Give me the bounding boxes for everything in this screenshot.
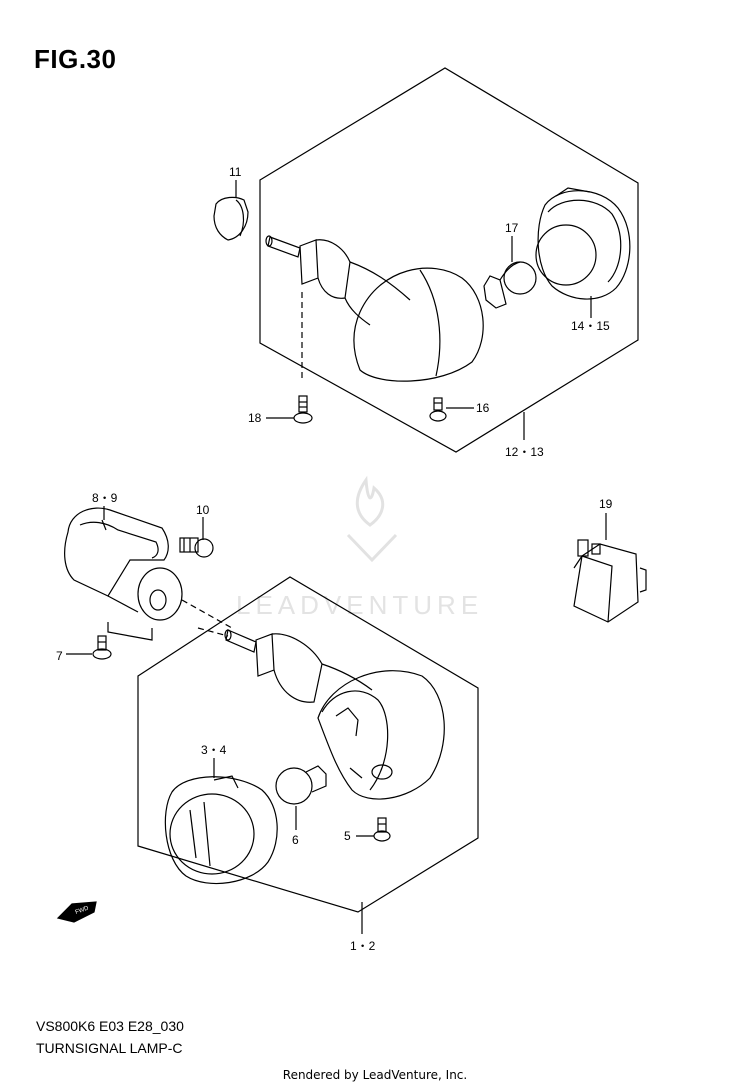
callout-1-2: 1・2	[350, 939, 376, 953]
upper-lens-icon	[535, 187, 631, 300]
render-credit: Rendered by LeadVenture, Inc.	[282, 1068, 468, 1082]
callout-17: 17	[505, 221, 519, 235]
callout-3-4: 3・4	[201, 743, 227, 757]
relay-icon	[573, 539, 647, 623]
bracket-callout-bracket	[107, 622, 153, 641]
bolt-10-icon	[179, 537, 214, 558]
watermark-logo-icon	[346, 475, 398, 563]
callout-14-15: 14・15	[571, 319, 610, 333]
screw-7-icon	[92, 635, 112, 660]
fwd-arrow-icon	[56, 901, 97, 923]
lower-assembly-outline	[137, 576, 479, 913]
lower-lamp-axis	[197, 627, 229, 637]
callout-19: 19	[599, 497, 613, 511]
lower-lens-icon	[164, 775, 278, 885]
lower-bulb-icon	[275, 765, 327, 805]
callout-5: 5	[344, 829, 351, 843]
callout-7: 7	[56, 649, 63, 663]
figure-title: FIG.30	[34, 44, 117, 74]
callout-12-13: 12・13	[505, 445, 544, 459]
callout-16: 16	[476, 401, 490, 415]
upper-bulb-icon	[483, 261, 537, 309]
bracket-axis-line	[181, 599, 233, 629]
callout-11: 11	[229, 165, 242, 179]
screw-16-icon	[429, 397, 447, 422]
screw-5-icon	[373, 817, 391, 842]
screw-18-icon	[293, 395, 313, 424]
upper-lamp-body	[265, 235, 484, 382]
callout-10: 10	[196, 503, 210, 517]
callout-18: 18	[248, 411, 262, 425]
watermark: LEADVENTURE	[236, 590, 484, 620]
mounting-bracket-icon	[64, 507, 183, 621]
model-code: VS800K6 E03 E28_030	[36, 1018, 184, 1034]
fwd-badge-text: FWD	[75, 905, 91, 916]
lower-lamp-body	[224, 629, 445, 800]
callout-6: 6	[292, 833, 299, 847]
callout-8-9: 8・9	[92, 491, 118, 505]
part-name: TURNSIGNAL LAMP-C	[36, 1040, 183, 1056]
grommet-icon	[213, 196, 249, 241]
upper-assembly-outline	[259, 67, 639, 453]
callout-labels: 11 17 14・15 18 16 12・13 8・9 10 19 7 3・4 …	[56, 165, 613, 953]
